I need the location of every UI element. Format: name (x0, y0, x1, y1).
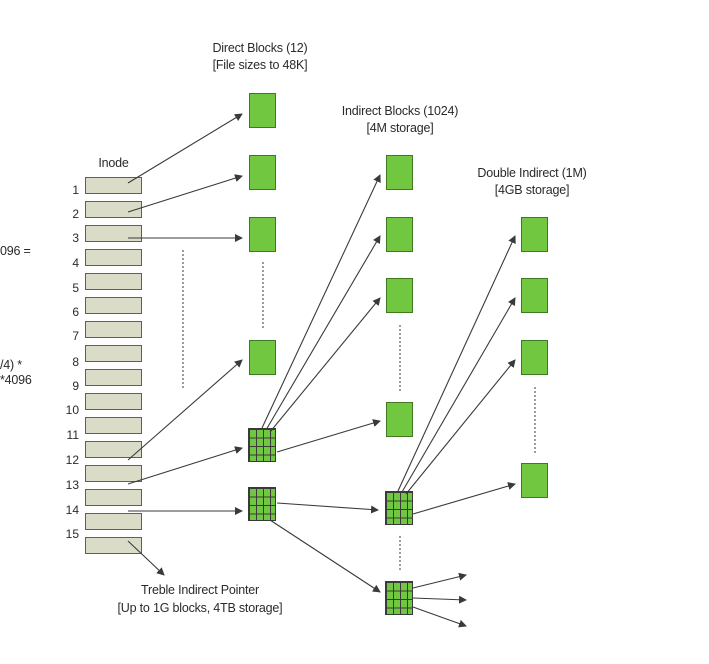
indirect-data-block (386, 155, 413, 190)
arrow (127, 446, 243, 485)
inode-row (85, 393, 142, 410)
arrow (405, 359, 516, 495)
direct-block (249, 155, 276, 190)
inode-row-number: 8 (72, 355, 79, 369)
inode-row (85, 537, 142, 554)
indirect-data-block (386, 278, 413, 313)
direct-blocks-title: Direct Blocks (12) (212, 41, 308, 55)
inode-row (85, 369, 142, 386)
single-indirect-pointer-block (248, 428, 276, 462)
inode-row-number: 6 (72, 305, 79, 319)
second-level-pointer-block (385, 491, 413, 525)
inode-row-number: 4 (72, 256, 79, 270)
inode-row (85, 441, 142, 458)
indirect-blocks-title: Indirect Blocks (1024) (341, 104, 459, 118)
arrow (401, 297, 516, 493)
treble-indirect-title: Treble Indirect Pointer (141, 583, 259, 597)
double-indirect-title: Double Indirect (1M) (477, 166, 587, 180)
arrow (127, 113, 243, 184)
direct-block (249, 340, 276, 375)
inode-row-number: 1 (72, 183, 79, 197)
inode-title: Inode (98, 156, 129, 170)
arrow (412, 482, 516, 515)
indirect-data-block (386, 402, 413, 437)
treble-indirect-subtitle: [Up to 1G blocks, 4TB storage] (117, 601, 283, 615)
double-indirect-pointer-block (248, 487, 276, 521)
indirect-blocks-subtitle: [4M storage] (366, 121, 434, 135)
inode-row (85, 249, 142, 266)
inode-row-number: 10 (65, 403, 79, 417)
double-indirect-data-block (521, 278, 548, 313)
inode-row-number: 14 (65, 503, 79, 517)
inode-row-number: 2 (72, 207, 79, 221)
inode-row (85, 201, 142, 218)
inode-row (85, 321, 142, 338)
arrow (412, 572, 467, 589)
inode-row-number: 7 (72, 329, 79, 343)
inode-row (85, 345, 142, 362)
inode-row (85, 417, 142, 434)
indirect-data-block (386, 217, 413, 252)
direct-block (249, 217, 276, 252)
inode-row (85, 297, 142, 314)
inode-row-number: 13 (65, 478, 79, 492)
arrow (412, 595, 467, 604)
second-level-pointer-block (385, 581, 413, 615)
direct-block (249, 93, 276, 128)
inode-row (85, 273, 142, 290)
arrow (127, 540, 165, 576)
inode-row (85, 177, 142, 194)
inode-row-number: 3 (72, 231, 79, 245)
arrow (127, 359, 243, 461)
inode-row (85, 513, 142, 530)
arrow (276, 502, 379, 514)
left-formula-fragment: /4) * (0, 358, 22, 372)
inode-row-number: 11 (66, 428, 79, 442)
arrow (269, 297, 381, 433)
inode-row (85, 465, 142, 482)
double-indirect-data-block (521, 463, 548, 498)
arrow (261, 174, 381, 429)
left-formula-fragment: *4096 (0, 373, 32, 387)
inode-row-number: 12 (65, 453, 79, 467)
inode-row (85, 489, 142, 506)
inode-row (85, 225, 142, 242)
left-formula-fragment: 096 = (0, 244, 31, 258)
double-indirect-data-block (521, 340, 548, 375)
arrow (397, 235, 516, 492)
arrow (127, 174, 243, 213)
direct-blocks-subtitle: [File sizes to 48K] (212, 58, 308, 72)
inode-row-number: 5 (72, 281, 79, 295)
arrow (269, 519, 381, 593)
arrow (276, 419, 381, 453)
arrow (265, 235, 381, 431)
inode-row-number: 9 (72, 379, 79, 393)
arrow (412, 606, 467, 628)
inode-row-number: 15 (65, 527, 79, 541)
double-indirect-subtitle: [4GB storage] (494, 183, 570, 197)
double-indirect-data-block (521, 217, 548, 252)
